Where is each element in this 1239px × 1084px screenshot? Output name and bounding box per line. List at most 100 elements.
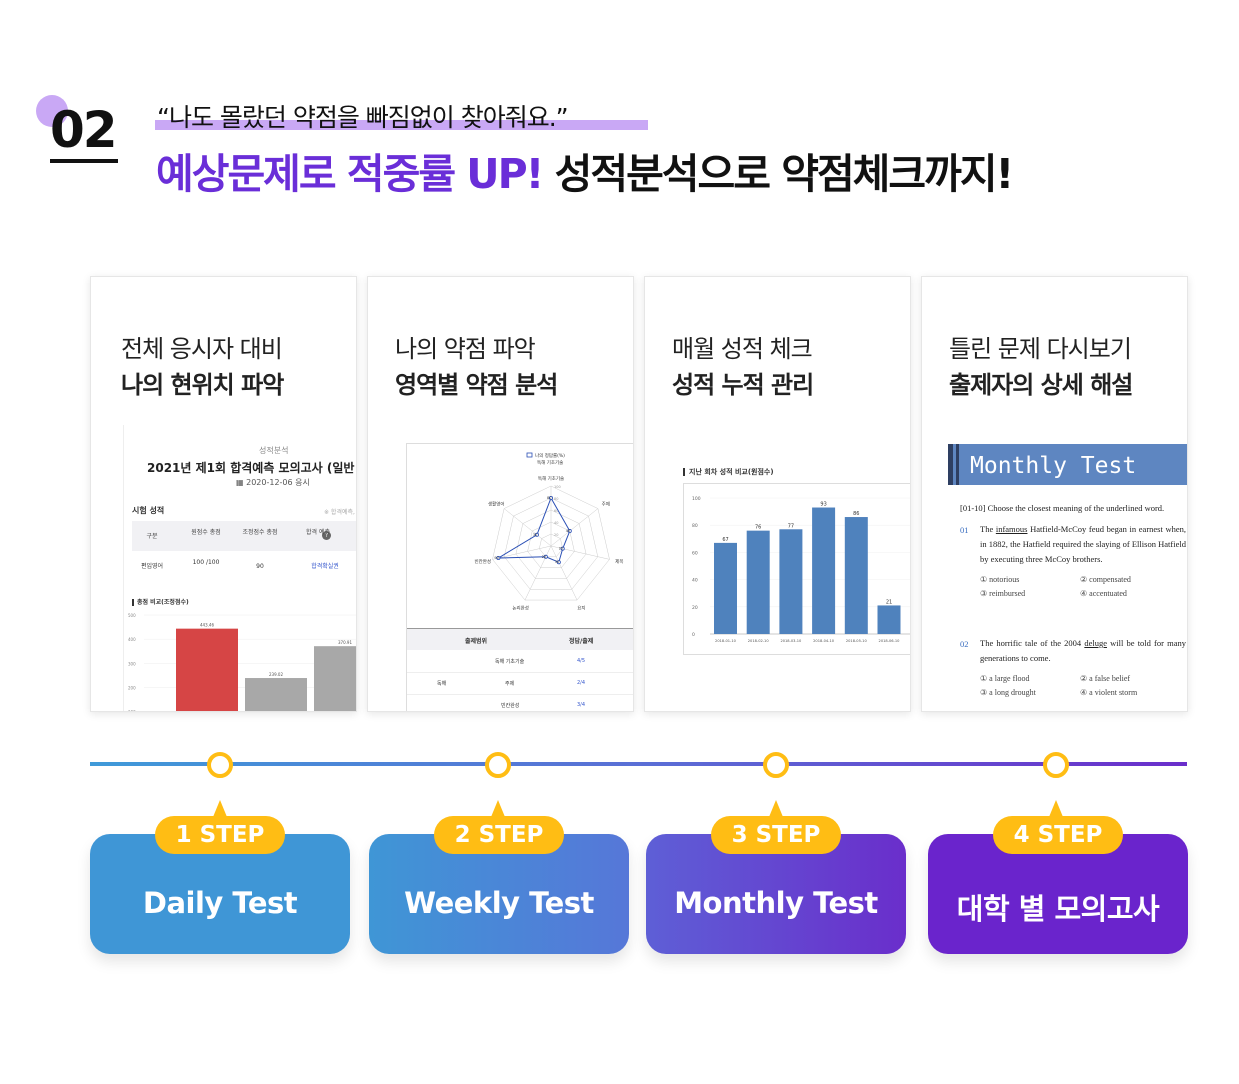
radar-spoke: [550, 545, 578, 601]
bar-value-label: 443.46: [200, 623, 214, 628]
group-cell: 독해: [437, 681, 447, 687]
radar-series-line: [496, 496, 571, 563]
bar: [910, 580, 911, 634]
number-dot-decoration: [36, 95, 68, 127]
step-pill: 2 STEP: [434, 816, 564, 854]
td-raw: 100 /100: [192, 559, 220, 566]
question-number: 01: [960, 525, 969, 535]
question-instruction: [01-10] Choose the closest meaning of th…: [960, 503, 1165, 513]
step-weekly-test[interactable]: Weekly Test: [369, 834, 629, 954]
radar-point: [543, 554, 548, 559]
step-monthly-test[interactable]: Monthly Test: [646, 834, 906, 954]
legend-swatch: [526, 452, 533, 458]
section-number: 02: [36, 95, 126, 165]
timeline-dot: [207, 752, 233, 778]
step-university-mock[interactable]: 대학 별 모의고사: [928, 834, 1188, 954]
step-label: 대학 별 모의고사: [956, 892, 1160, 926]
headline-purple: 예상문제로 적중률 UP!: [156, 150, 544, 198]
headline-black: 성적분석으로 약점체크까지!: [542, 150, 1015, 198]
row-score: 2/4: [577, 680, 586, 686]
radar-tick-label: 20: [554, 533, 558, 537]
underlined-word: deluge: [1084, 638, 1107, 648]
question-number: 02: [960, 639, 969, 649]
radar-axis-label: 논리완성: [512, 604, 529, 611]
bar-value-label: 370.91: [338, 640, 352, 645]
y-tick-label: 0: [692, 632, 695, 638]
bar: [245, 678, 307, 711]
monthly-test-banner: Monthly Test: [948, 444, 1187, 485]
x-tick-label: 2018-03-10: [780, 639, 802, 643]
x-tick-label: 2018-01-10: [715, 639, 737, 643]
x-tick-label: 2018-05-10: [846, 639, 868, 643]
option[interactable]: ④ a violent storm: [1080, 688, 1138, 697]
option[interactable]: ② a false belief: [1080, 674, 1131, 683]
step-pill: 4 STEP: [993, 816, 1123, 854]
y-tick-label: 300: [128, 661, 136, 666]
pill-pointer: [213, 800, 227, 817]
step-pill: 3 STEP: [711, 816, 841, 854]
bar: [877, 605, 901, 634]
radar-spoke: [524, 545, 552, 601]
history-chart-title-text: 지난 회차 성적 비교(원점수): [689, 468, 774, 476]
bar: [812, 507, 836, 634]
number-text: 02: [50, 101, 118, 159]
radar-spoke: [550, 545, 610, 560]
bar: [779, 529, 803, 634]
radar-tick-label: 40: [554, 521, 558, 525]
bar-value-label: 21: [886, 599, 892, 605]
timeline-dot: [1043, 752, 1069, 778]
y-tick-label: 40: [692, 578, 698, 584]
bar: [176, 628, 238, 711]
x-tick-label: 2018-06-10: [879, 639, 901, 643]
pill-pointer: [491, 800, 505, 817]
option[interactable]: ① a large flood: [980, 674, 1030, 683]
option[interactable]: ③ reimbursed: [980, 589, 1026, 598]
pill-pointer: [1049, 800, 1063, 817]
step-label: Monthly Test: [674, 886, 878, 920]
underlined-word: infamous: [995, 524, 1028, 534]
radar-ring: [515, 509, 587, 579]
bar: [314, 646, 356, 711]
option[interactable]: ② compensated: [1080, 575, 1131, 584]
card-title-line2: 출제자의 상세 해설: [949, 371, 1133, 399]
bar: [746, 530, 770, 634]
radar-spoke: [503, 508, 552, 547]
help-icon[interactable]: ?: [322, 531, 331, 540]
option[interactable]: ④ accentuated: [1080, 589, 1127, 598]
th-category: 구분: [146, 533, 158, 540]
step-label: Daily Test: [142, 886, 298, 920]
td-predict-link[interactable]: 합격확실권: [311, 563, 339, 570]
radar-tick-label: 60: [554, 509, 558, 513]
th-adjusted: 조정점수 총점: [242, 529, 278, 536]
radar-value-label: 20: [542, 555, 546, 559]
radar-value-label: 20: [559, 547, 563, 551]
option[interactable]: ③ a long drought: [980, 688, 1036, 697]
section-note: ※ 합격예측,: [324, 509, 355, 516]
radar-axis-label: 제목: [615, 558, 623, 565]
y-tick-label: 400: [128, 637, 136, 642]
bar-value-label: 86: [853, 511, 859, 517]
score-report-screenshot: 성적분석 2021년 제1회 합격예측 모의고사 (일반 ▦ 2020-12-0…: [123, 425, 356, 711]
card-title-line2: 나의 현위치 파악: [121, 371, 284, 399]
radar-axis-label: 주제: [602, 501, 610, 508]
y-tick-label: 500: [128, 613, 136, 618]
feature-card-ranking: 전체 응시자 대비 나의 현위치 파악 성적분석 2021년 제1회 합격예측 …: [90, 276, 357, 712]
step-label: Weekly Test: [404, 886, 594, 920]
headline: 예상문제로 적중률 UP! 성적분석으로 약점체크까지!: [156, 140, 1015, 200]
step-daily-test[interactable]: Daily Test: [90, 834, 350, 954]
radar-point: [556, 560, 561, 565]
option[interactable]: ① notorious: [980, 575, 1020, 584]
bar-value-label: 67: [722, 537, 728, 543]
radar-point: [496, 556, 501, 561]
timeline-line: [90, 762, 1187, 766]
card-title-line1: 나의 약점 파악: [395, 335, 536, 363]
td-category: 편입영어: [140, 563, 164, 570]
question-text: The infamous Hatfield-McCoy feud began i…: [980, 524, 1187, 564]
radar-ring: [503, 497, 599, 590]
radar-value-label: 30: [533, 533, 537, 537]
bar: [714, 542, 737, 634]
feature-card-review: 틀린 문제 다시보기 출제자의 상세 해설 Monthly Test [01-1…: [921, 276, 1188, 712]
